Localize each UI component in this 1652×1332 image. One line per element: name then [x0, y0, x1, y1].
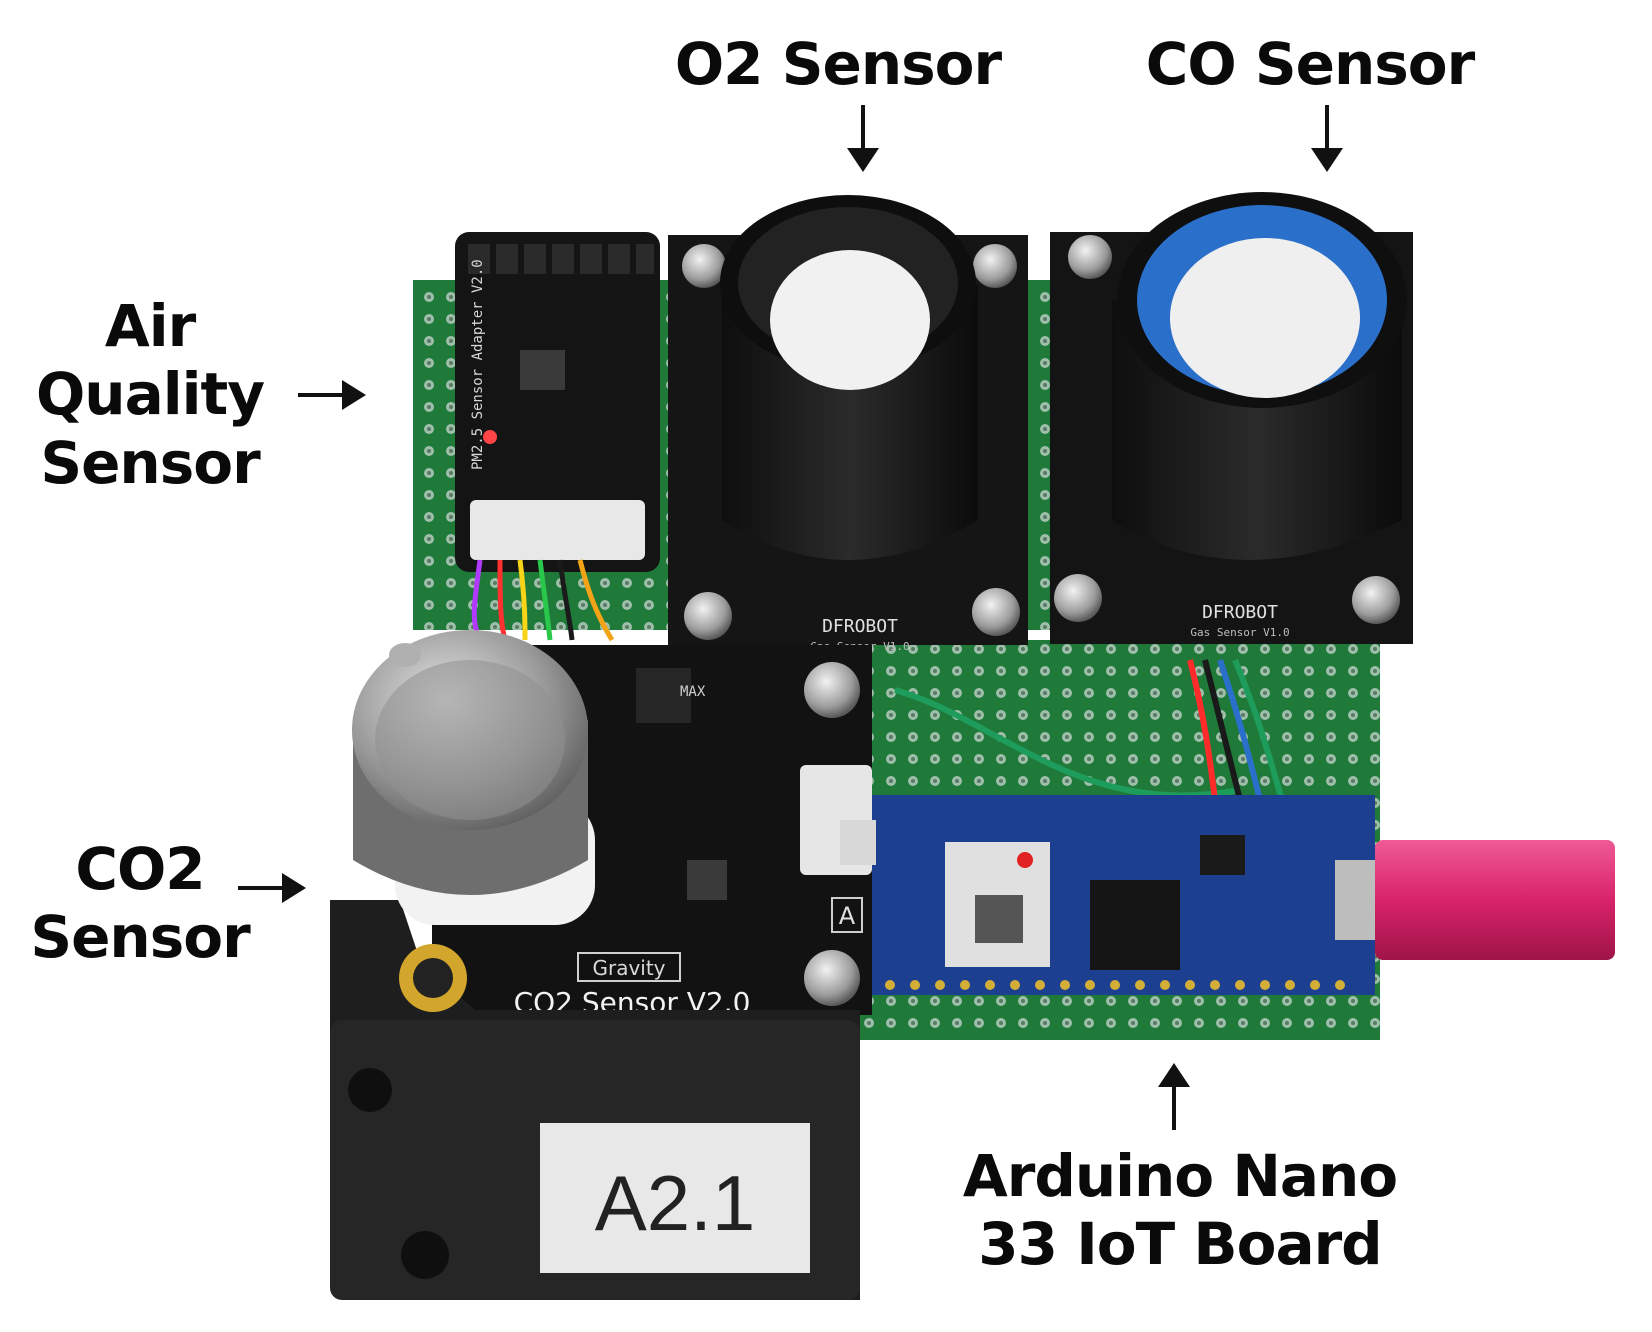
co2-line1: CO2 — [75, 835, 205, 903]
arduino-line1: Arduino Nano — [962, 1142, 1398, 1210]
analog-pin-label: A — [831, 897, 863, 933]
arduino-board — [870, 795, 1615, 995]
air-quality-arrowhead-icon — [342, 380, 366, 410]
co-sensor-board: DFROBOT Gas Sensor V1.0 — [1050, 192, 1413, 644]
co-sensor-label: CO Sensor — [1145, 30, 1475, 98]
pm25-adapter-board: PM2.5 Sensor Adapter V2.0 — [455, 232, 660, 642]
co2-module-case: A2.1 — [330, 900, 860, 1300]
air-quality-line3: Sensor — [40, 428, 260, 497]
co2-sensor-label: CO2 Sensor — [20, 835, 260, 972]
module-sticker-label: A2.1 — [595, 1159, 755, 1247]
co-board-version: Gas Sensor V1.0 — [1190, 626, 1289, 639]
air-quality-line1: Air — [104, 292, 196, 360]
co2-metal-sensor — [352, 630, 595, 925]
co-board-brand: DFROBOT — [1202, 602, 1278, 623]
co2-arrow-icon — [238, 886, 288, 890]
o2-arrowhead-icon — [847, 148, 879, 172]
co2-line2: Sensor — [30, 903, 250, 972]
co2-max-marking: MAX — [680, 684, 706, 700]
arduino-line2: 33 IoT Board — [978, 1210, 1382, 1279]
arduino-arrow-icon — [1172, 1082, 1176, 1130]
co2-arrowhead-icon — [282, 873, 306, 903]
co-arrowhead-icon — [1311, 148, 1343, 172]
arduino-label: Arduino Nano 33 IoT Board — [900, 1142, 1460, 1279]
gravity-marking: Gravity — [592, 956, 665, 980]
o2-sensor-board: DFROBOT Gas Sensor V1.0 — [668, 195, 1028, 653]
pm-adapter-marking: PM2.5 Sensor Adapter V2.0 — [470, 259, 486, 470]
arduino-arrowhead-icon — [1158, 1063, 1190, 1087]
air-quality-line2: Quality — [35, 360, 265, 429]
o2-sensor-label: O2 Sensor — [674, 30, 1002, 98]
air-quality-label: Air Quality Sensor — [20, 292, 280, 497]
analog-pin-text: A — [839, 902, 856, 930]
air-quality-arrow-icon — [298, 393, 348, 397]
o2-board-brand: DFROBOT — [822, 616, 898, 637]
o2-arrow-icon — [861, 105, 865, 157]
co-arrow-icon — [1325, 105, 1329, 157]
